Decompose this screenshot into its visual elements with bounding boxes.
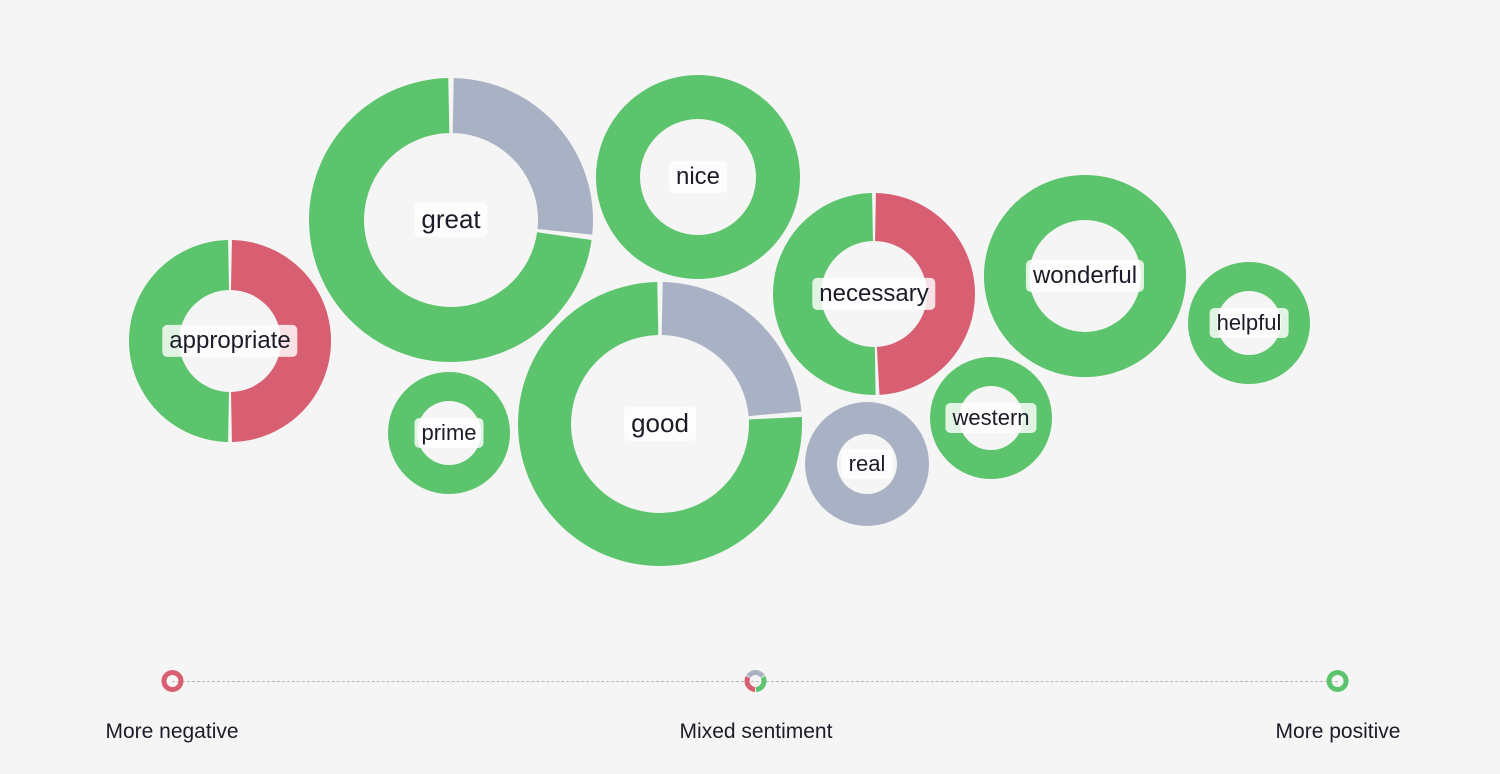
word-donut[interactable]: good <box>516 280 804 568</box>
donut-segment-positive[interactable] <box>930 357 1052 479</box>
legend-label: More positive <box>1275 720 1401 743</box>
legend-marker-segment <box>756 676 767 692</box>
donut-segment-positive[interactable] <box>309 78 592 362</box>
donut-segment-positive[interactable] <box>518 282 802 566</box>
legend-stop: More negative <box>105 670 239 744</box>
donut-marker-positive-icon <box>1325 668 1351 694</box>
donut-segment-neutral[interactable] <box>452 78 593 235</box>
donut-marker-mixed-icon <box>743 668 769 694</box>
legend-stop: Mixed sentiment <box>679 670 833 744</box>
donut-segment-positive[interactable] <box>983 175 1187 377</box>
word-donut[interactable]: helpful <box>1186 260 1312 386</box>
donut-segment-positive[interactable] <box>1188 262 1310 384</box>
word-donut[interactable]: real <box>803 400 931 528</box>
word-donut[interactable]: appropriate <box>127 238 333 444</box>
donut-segment-neutral[interactable] <box>805 402 929 526</box>
donut-segment-positive[interactable] <box>388 372 510 494</box>
sentiment-legend: More negative Mixed sentiment More positiv… <box>0 620 1500 774</box>
donut-marker-positive <box>1326 670 1349 692</box>
word-donut[interactable]: prime <box>386 370 512 496</box>
donut-segment-positive[interactable] <box>129 240 230 442</box>
donut-segment-negative[interactable] <box>230 240 331 442</box>
donut-segment-positive[interactable] <box>596 75 800 279</box>
word-donut[interactable]: wonderful <box>982 173 1188 379</box>
legend-marker-segment <box>746 670 766 678</box>
donut-marker-negative-icon <box>159 668 185 694</box>
legend-stop: More positive <box>1275 670 1401 744</box>
legend-marker-segment <box>1326 670 1349 692</box>
legend-marker-segment <box>160 670 183 692</box>
word-donut[interactable]: western <box>928 355 1054 481</box>
legend-marker-segment <box>745 676 756 692</box>
donut-segment-positive[interactable] <box>773 193 876 395</box>
donut-marker-mixed <box>745 670 767 692</box>
donut-segment-negative[interactable] <box>875 193 975 395</box>
donut-segment-neutral[interactable] <box>661 282 802 417</box>
legend-label: Mixed sentiment <box>679 720 833 743</box>
legend-label: More negative <box>105 720 239 743</box>
legend-axis-line <box>172 681 1338 682</box>
donut-marker-negative <box>160 670 183 692</box>
